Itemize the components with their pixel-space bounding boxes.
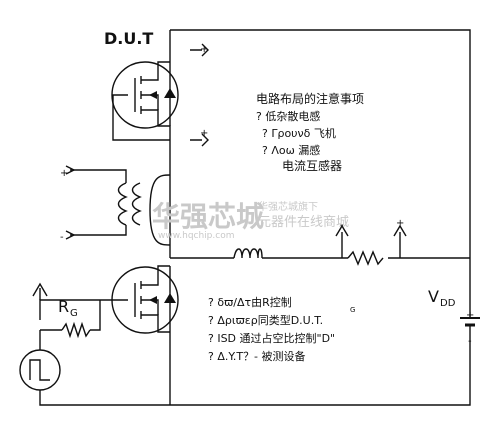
notes-top-item-2: ? Γρουνδ 飞机	[262, 126, 336, 140]
notes-bottom-item-1: ? δϖ/Δτ由R控制	[208, 295, 292, 309]
ct-plus: +	[60, 168, 68, 179]
rg-label: R	[58, 297, 69, 316]
watermark-logo: 华强芯城	[152, 200, 264, 233]
notes-top-item-1: ? 低杂散电感	[256, 109, 320, 123]
dut-mosfet	[111, 61, 179, 129]
watermark-r2: 元器件在线商城	[258, 215, 349, 230]
ct-minus: -	[60, 232, 64, 243]
vdd-label: V	[428, 287, 439, 306]
shunt-plus: +	[396, 218, 404, 229]
shunt-minus: -	[340, 220, 344, 231]
watermark-r1: 华强芯城旗下	[258, 200, 318, 213]
notes-top-title: 电路布局的注意事项	[256, 91, 364, 106]
vdd-plus: +	[466, 310, 474, 321]
ground-rail	[39, 340, 471, 406]
watermark-url: www.hqchip.com	[158, 231, 234, 241]
top-plus: +	[200, 44, 208, 55]
notes-bottom-g: G	[350, 306, 355, 314]
notes-bottom-item-2: ? Δριϖερ同类型D.U.T.	[208, 313, 323, 327]
vdd-sub: DD	[440, 298, 456, 309]
mid-plus: +	[200, 128, 208, 139]
drain-rail	[170, 29, 471, 300]
rg-resistor	[61, 321, 91, 339]
dut-label: D.U.T	[104, 29, 153, 48]
inductor	[233, 248, 263, 259]
notes-bottom-item-3: ? ISD 通过占空比控制"D"	[208, 331, 335, 345]
notes-bottom-item-4: ? Δ.Y.T？- 被测设备	[208, 349, 306, 363]
shunt-resistor	[347, 250, 384, 266]
current-transformer	[149, 174, 171, 246]
notes-top-item-4: 电流互感器	[282, 158, 342, 173]
rg-sub: G	[70, 308, 78, 319]
vdd-minus: -	[468, 336, 472, 347]
notes-top-item-3: ? Λοω 漏感	[262, 144, 320, 157]
